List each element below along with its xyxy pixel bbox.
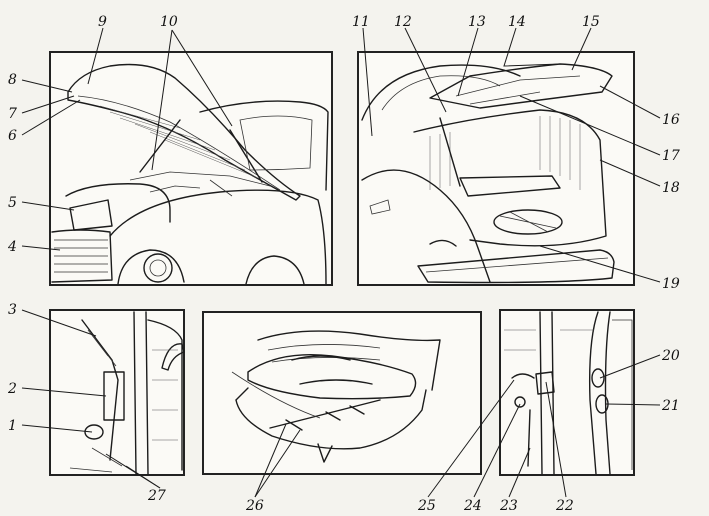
callout-19: 19: [662, 276, 680, 292]
callout-4: 4: [7, 239, 17, 255]
callout-3: 3: [8, 302, 17, 318]
callout-6: 6: [8, 128, 17, 144]
callout-17: 17: [662, 148, 680, 164]
callout-7: 7: [8, 106, 17, 122]
callout-16: 16: [662, 112, 680, 128]
panel-seat: [202, 311, 482, 475]
callout-5: 5: [8, 195, 17, 211]
callout-25: 25: [417, 498, 436, 514]
leader-lines: [21, 27, 661, 498]
callout-13: 13: [468, 14, 486, 30]
callout-23: 23: [499, 498, 518, 514]
callout-26: 26: [245, 498, 264, 514]
callout-12: 12: [394, 14, 412, 30]
callout-21: 21: [661, 398, 680, 414]
callout-10: 10: [160, 14, 178, 30]
callout-24: 24: [463, 498, 482, 514]
callout-27: 27: [147, 488, 166, 504]
panel-trunk-open: [357, 51, 635, 286]
panel-door-right: [499, 309, 635, 476]
callout-numbers: 1 2 3 4 5 6 7 8 9 10 11 12 13 14 15 16 1…: [7, 14, 680, 514]
callout-14: 14: [508, 14, 526, 30]
callout-15: 15: [582, 14, 600, 30]
callout-2: 2: [7, 381, 17, 397]
callout-1: 1: [8, 418, 17, 434]
callout-9: 9: [98, 14, 107, 30]
callout-11: 11: [352, 14, 370, 30]
panel-hood-open: [49, 51, 333, 286]
callout-20: 20: [661, 348, 680, 364]
callout-22: 22: [555, 498, 574, 514]
callout-18: 18: [662, 180, 680, 196]
callout-8: 8: [8, 72, 17, 88]
